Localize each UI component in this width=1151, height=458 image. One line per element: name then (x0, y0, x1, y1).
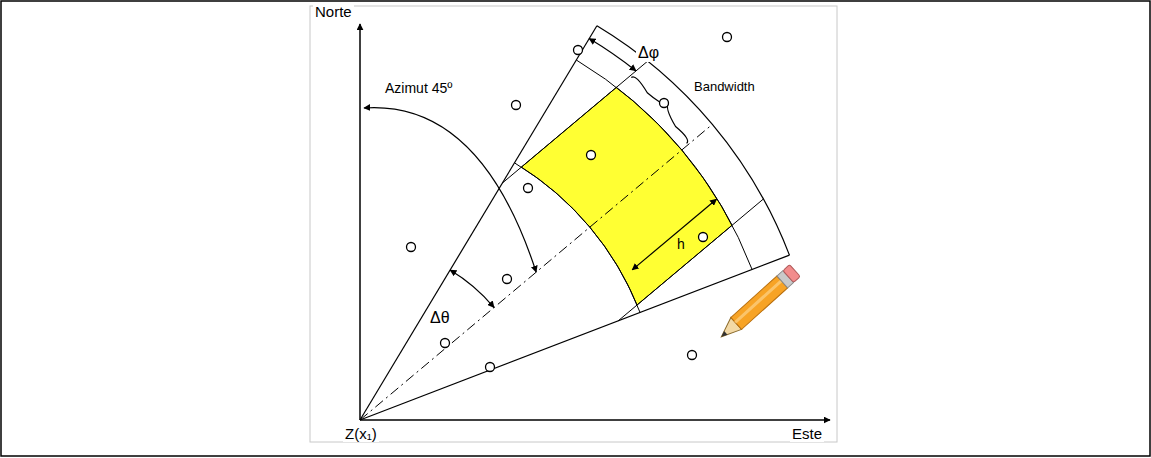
sample-point (723, 33, 732, 42)
sample-point (660, 99, 669, 108)
sample-point (512, 101, 521, 110)
cone-edge (360, 26, 597, 420)
angle-arc (589, 39, 636, 71)
sample-point (486, 363, 495, 372)
sample-point (503, 275, 512, 284)
sample-point (688, 351, 697, 360)
lag-arrow (632, 199, 716, 270)
azimuth-arrow (364, 108, 536, 273)
sample-point (587, 151, 596, 160)
azimuth-label: Azimut 45º (383, 80, 454, 96)
sample-point (524, 184, 533, 193)
angle-tolerance-arc (450, 270, 494, 308)
north-axis (359, 24, 361, 420)
angle-label: Δθ (428, 309, 452, 327)
sample-point (441, 339, 450, 348)
sample-point (574, 46, 583, 55)
origin-label: Z(x₁) (343, 425, 379, 442)
bandwidth-brace (631, 77, 687, 144)
figure-frame (310, 6, 837, 442)
bandwidth-label: Bandwidth (692, 80, 757, 95)
sample-point (699, 233, 708, 242)
cone-edge (360, 255, 789, 420)
azimuth-centerline (360, 124, 712, 420)
east-axis (360, 419, 830, 421)
sample-point (407, 243, 416, 252)
angle-label: Δφ (636, 44, 661, 62)
axis-label: Este (790, 425, 824, 442)
lag-label: h (675, 236, 687, 252)
bandwidth-line (618, 199, 763, 321)
axis-label: Norte (313, 3, 354, 20)
pencil-icon (716, 265, 800, 343)
bandwidth-line (502, 61, 647, 183)
